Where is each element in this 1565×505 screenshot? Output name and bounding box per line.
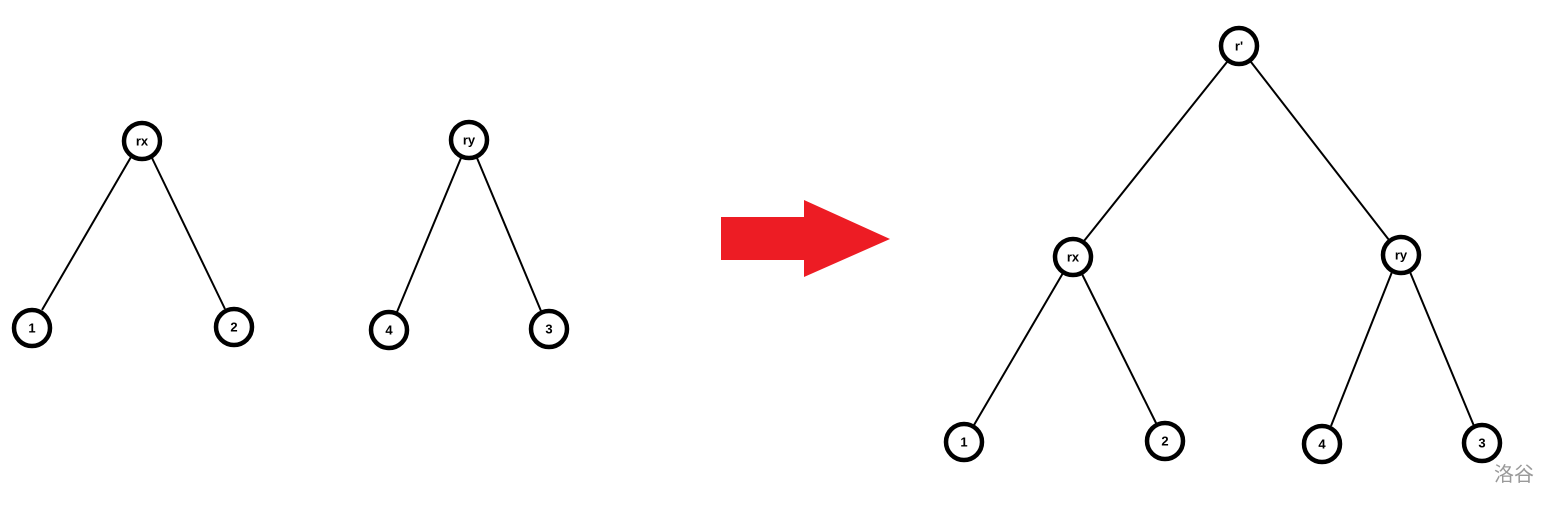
node-rx-label: rx bbox=[136, 134, 149, 149]
watermark-text: 洛谷 bbox=[1494, 462, 1534, 486]
edge-r-ry bbox=[1250, 61, 1390, 241]
edge-rx-2-after bbox=[1081, 273, 1158, 426]
after-tree: r' rx ry 1 2 4 3 bbox=[943, 25, 1503, 465]
node-rx-after: rx bbox=[1052, 236, 1094, 278]
node-ry-after: ry bbox=[1380, 234, 1422, 276]
node-1: 1 bbox=[11, 307, 53, 349]
node-2: 2 bbox=[213, 306, 255, 348]
node-1-label: 1 bbox=[28, 321, 35, 336]
edge-rx-1 bbox=[41, 156, 132, 311]
node-r-prime-label: r' bbox=[1235, 39, 1243, 54]
node-4-after-label: 4 bbox=[1318, 437, 1326, 452]
node-3-after-label: 3 bbox=[1478, 436, 1485, 451]
edge-r-rx bbox=[1083, 61, 1228, 242]
edge-ry-3 bbox=[476, 157, 542, 312]
node-2-label: 2 bbox=[230, 320, 237, 335]
node-rx-after-label: rx bbox=[1067, 250, 1080, 265]
node-1-after: 1 bbox=[943, 421, 985, 463]
node-3-label: 3 bbox=[545, 322, 552, 337]
node-r-prime: r' bbox=[1218, 25, 1260, 67]
edge-rx-2 bbox=[151, 157, 226, 310]
node-ry-after-label: ry bbox=[1395, 248, 1408, 263]
edge-ry-4 bbox=[396, 157, 462, 313]
before-tree-ry: ry 4 3 bbox=[368, 119, 570, 351]
node-2-after: 2 bbox=[1144, 420, 1186, 462]
edge-rx-1-after bbox=[973, 272, 1064, 426]
node-ry-label: ry bbox=[463, 133, 476, 148]
edge-ry-3-after bbox=[1409, 271, 1475, 427]
before-tree-rx: rx 1 2 bbox=[11, 120, 255, 349]
edge-ry-4-after bbox=[1330, 271, 1393, 427]
node-1-after-label: 1 bbox=[960, 435, 967, 450]
node-3: 3 bbox=[528, 308, 570, 350]
node-3-after: 3 bbox=[1461, 422, 1503, 464]
node-2-after-label: 2 bbox=[1161, 434, 1168, 449]
node-ry: ry bbox=[448, 119, 490, 161]
node-4-label: 4 bbox=[385, 323, 393, 338]
node-4-after: 4 bbox=[1301, 423, 1343, 465]
node-rx: rx bbox=[121, 120, 163, 162]
merge-arrow-icon bbox=[721, 200, 890, 277]
node-4: 4 bbox=[368, 309, 410, 351]
